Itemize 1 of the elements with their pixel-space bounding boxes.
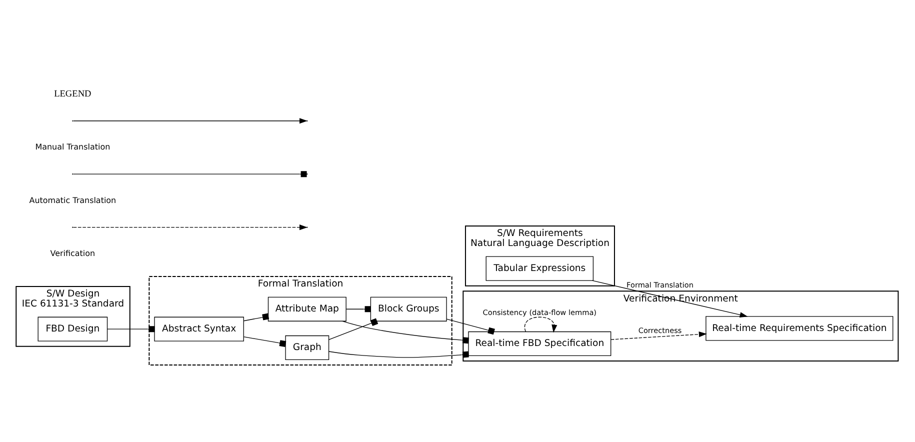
label: LEGEND: [54, 90, 92, 100]
